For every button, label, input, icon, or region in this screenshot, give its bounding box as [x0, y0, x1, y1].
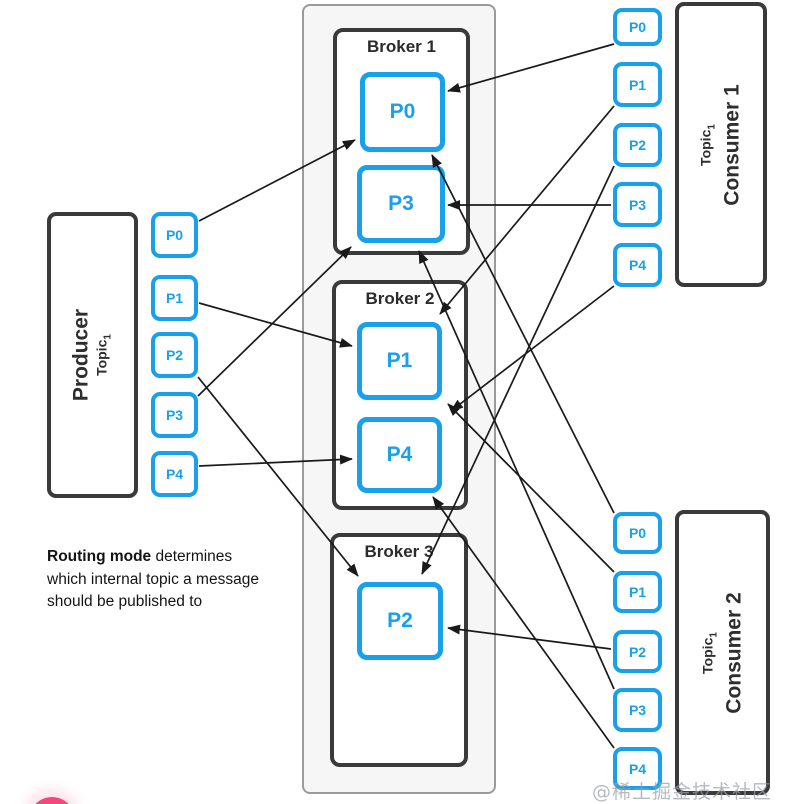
consumer2-topic: Topic1 — [699, 631, 719, 674]
producer-title: Producer Topic1 — [69, 309, 116, 401]
broker1-partition-p0: P0 — [360, 72, 445, 152]
consumer1-name: Consumer 1 — [720, 83, 744, 206]
broker3-partition-p2: P2 — [357, 582, 443, 660]
producer-box: Producer Topic1 — [47, 212, 138, 498]
routing-mode-note: Routing mode determines which internal t… — [47, 546, 273, 614]
broker3-title: Broker 3 — [364, 542, 434, 561]
consumer2-name: Consumer 2 — [721, 591, 745, 714]
consumer1-topic: Topic1 — [697, 123, 718, 166]
consumer1-title: Topic1 Consumer 1 — [698, 84, 745, 205]
broker2-title: Broker 2 — [365, 289, 435, 308]
consumer2-title: Topic1 Consumer 2 — [699, 592, 746, 713]
consumer1-partition-p2: P2 — [613, 123, 662, 167]
consumer2-partition-p2: P2 — [613, 630, 662, 673]
producer-partition-p3: P3 — [151, 392, 198, 438]
broker1-title: Broker 1 — [367, 37, 436, 56]
consumer1-partition-p0: P0 — [613, 8, 662, 46]
consumer2-partition-p0: P0 — [613, 512, 662, 554]
pink-dot — [29, 797, 75, 804]
consumer2-box: Topic1 Consumer 2 — [675, 510, 770, 795]
broker2-box: Broker 2 P1 P4 — [332, 280, 468, 510]
producer-topic: Topic1 — [93, 334, 113, 376]
broker1-box: Broker 1 P0 P3 — [333, 28, 470, 255]
consumer2-partition-p3: P3 — [613, 688, 662, 732]
consumer2-partition-p4: P4 — [613, 747, 662, 790]
producer-partition-p0: P0 — [151, 212, 198, 258]
broker2-partition-p1: P1 — [357, 322, 442, 400]
routing-mode-note-bold: Routing mode — [47, 548, 152, 565]
producer-partition-p1: P1 — [151, 275, 198, 321]
broker3-box: Broker 3 P2 — [330, 533, 468, 767]
broker2-partition-p4: P4 — [357, 417, 442, 493]
consumer2-partition-p1: P1 — [613, 571, 662, 613]
producer-name: Producer — [69, 308, 93, 402]
producer-partition-p2: P2 — [151, 332, 198, 378]
consumer1-partition-p4: P4 — [613, 243, 662, 287]
consumer1-partition-p3: P3 — [613, 182, 662, 227]
producer-partition-p4: P4 — [151, 451, 198, 497]
consumer1-box: Topic1 Consumer 1 — [675, 2, 767, 287]
broker1-partition-p3: P3 — [357, 165, 445, 243]
watermark-text: @稀土掘金技术社区 — [592, 781, 773, 803]
consumer1-partition-p1: P1 — [613, 62, 662, 107]
